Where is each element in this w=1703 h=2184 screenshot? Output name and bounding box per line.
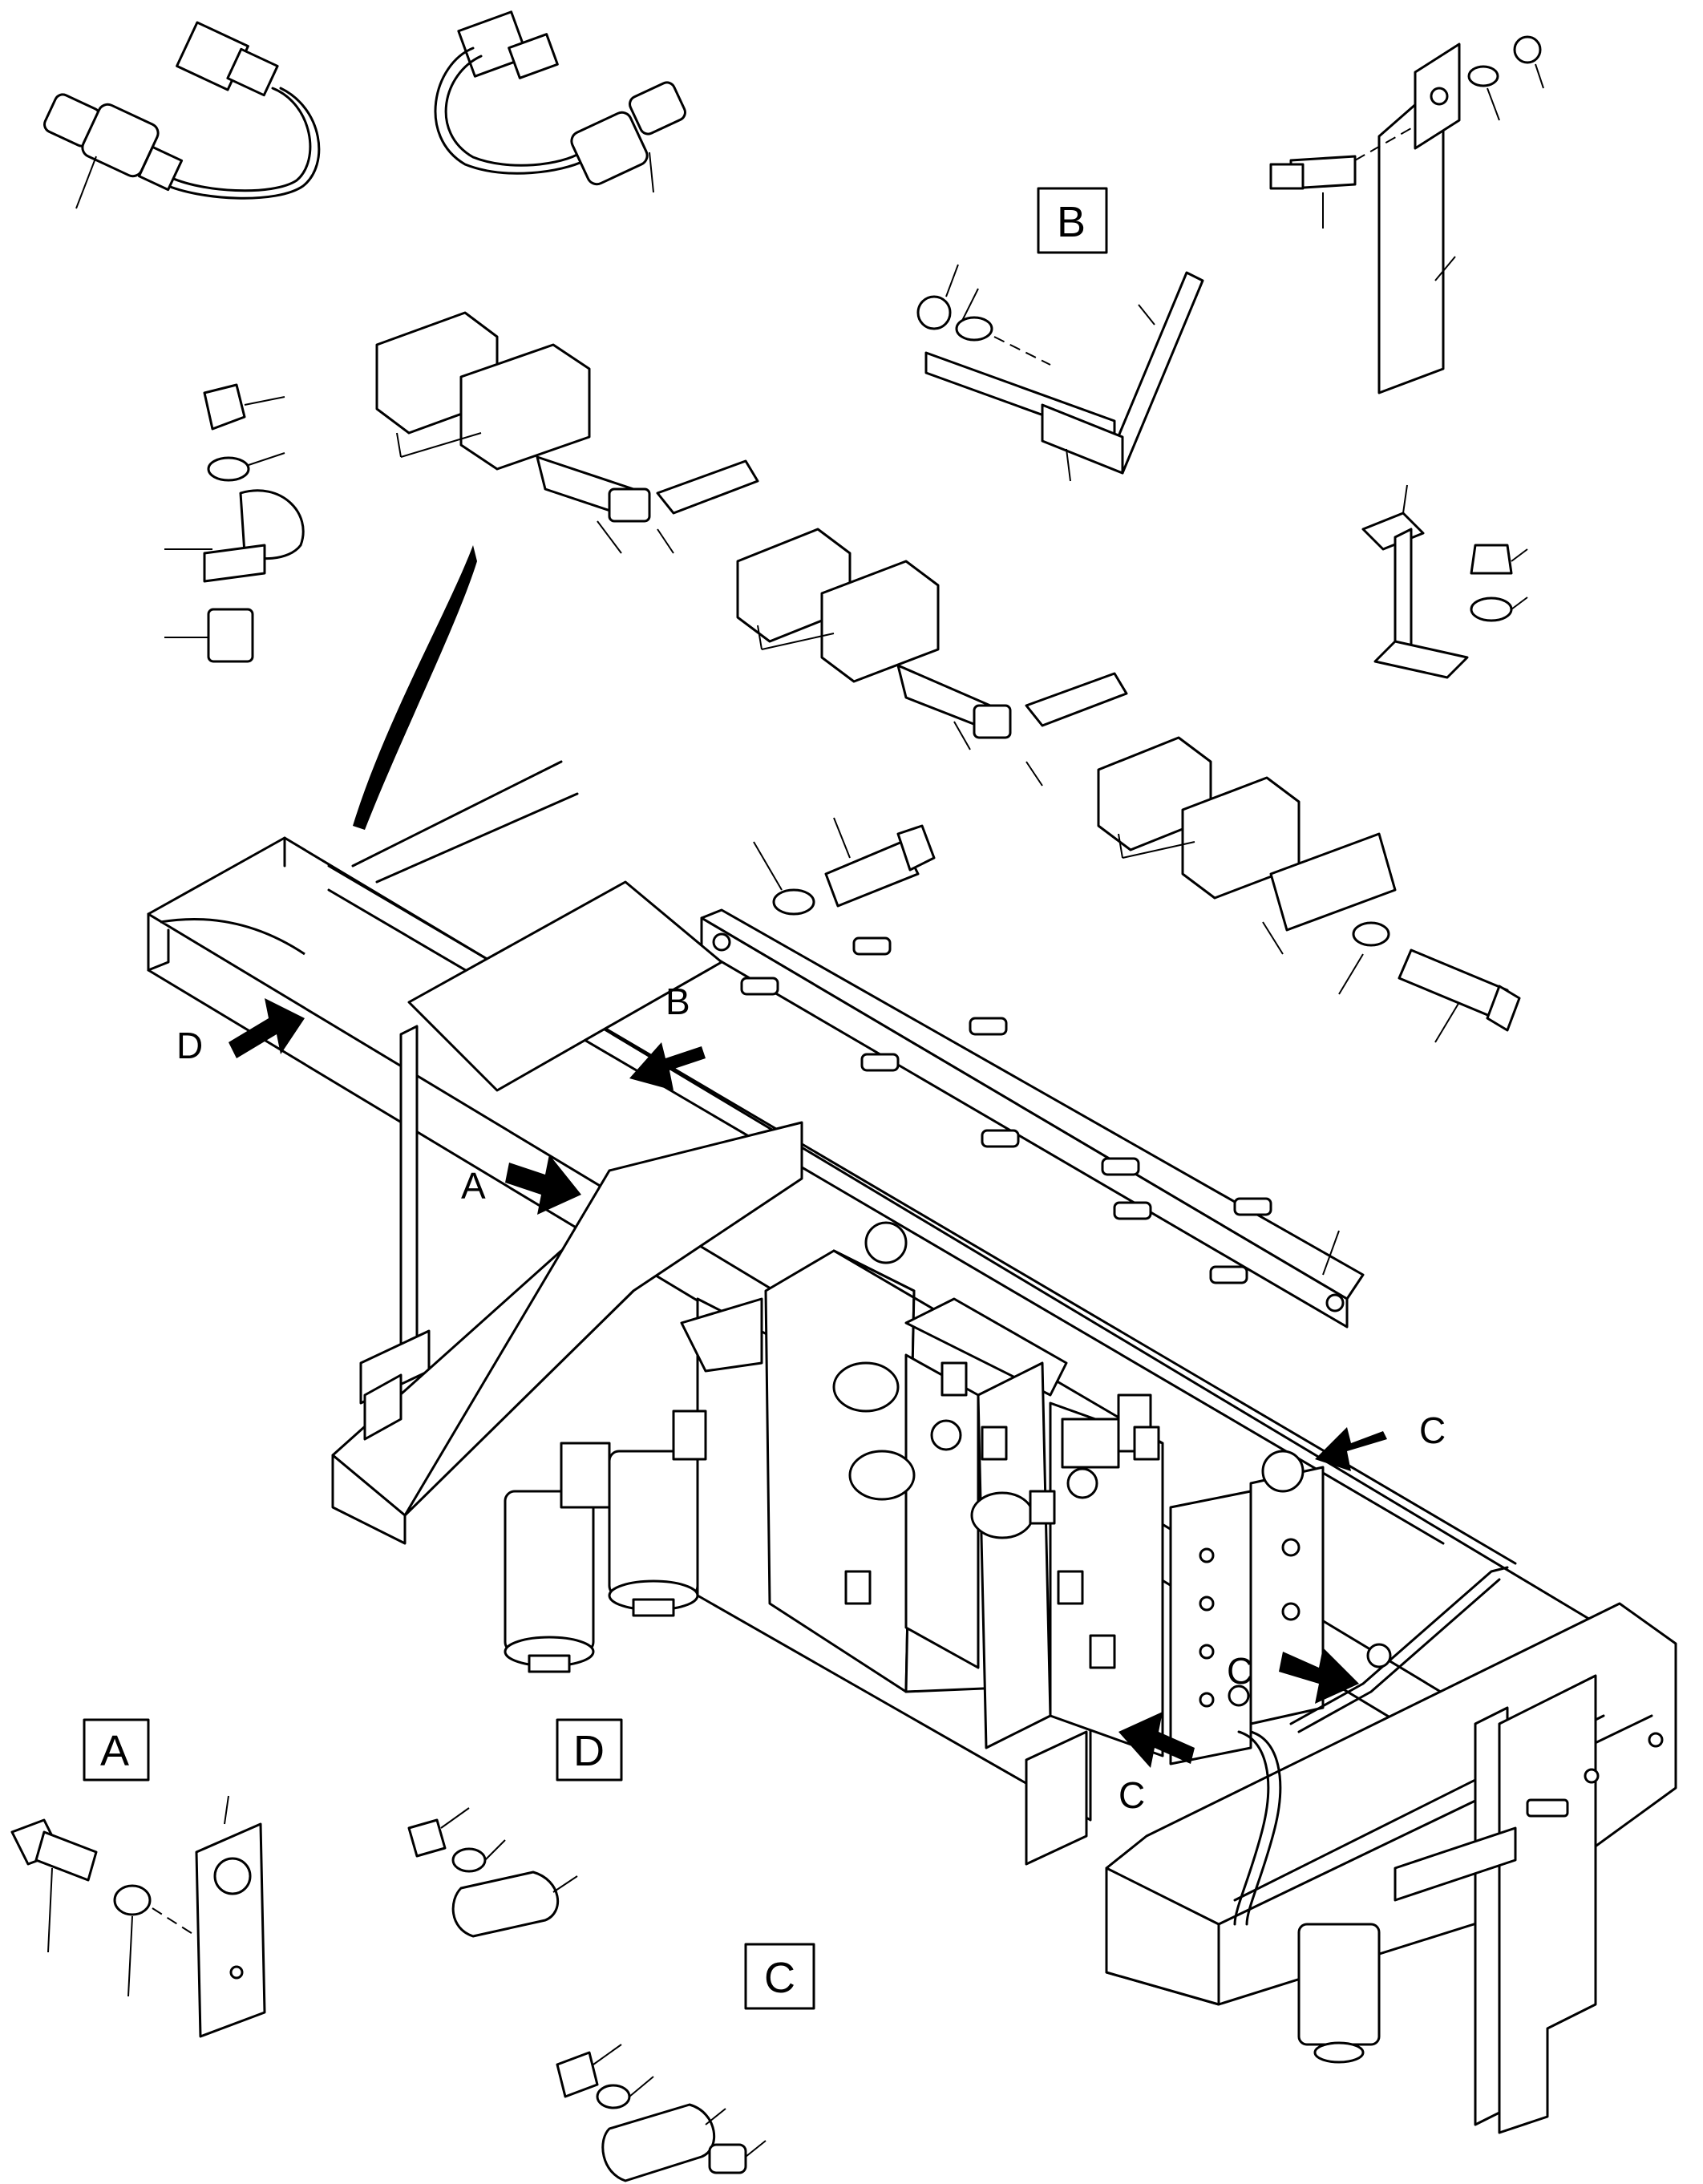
callout-arrow-a: A: [461, 1155, 581, 1215]
detail-box-a: A: [83, 1718, 150, 1782]
upright-bracket: [1269, 35, 1544, 394]
small-l-bracket: [1361, 484, 1528, 679]
detail-a-parts: [10, 1795, 266, 2038]
callout-arrow-c1: C: [1315, 1409, 1446, 1471]
callout-arrow-c3: C: [1118, 1712, 1195, 1816]
callout-label-c3: C: [1118, 1774, 1145, 1816]
hose-leader: [353, 545, 477, 830]
detail-label-a: A: [100, 1727, 129, 1775]
stud-plate: [700, 908, 1365, 1329]
bearing-blocks: [375, 311, 1397, 955]
callout-label-a: A: [461, 1165, 486, 1207]
callout-label-d: D: [176, 1025, 203, 1066]
detail-box-b: B: [1037, 187, 1108, 254]
detail-box-c: C: [744, 1943, 815, 2010]
filters: [504, 1409, 707, 1673]
callout-arrow-c2: C: [1227, 1648, 1359, 1704]
callout-label-b: B: [665, 981, 690, 1022]
detail-box-d: D: [556, 1718, 623, 1782]
pressure-sensor-left: [43, 21, 321, 209]
control-valve-block: [680, 1221, 1325, 1765]
detail-label-c: C: [764, 1954, 795, 2002]
detail-label-d: D: [573, 1727, 605, 1775]
callout-arrow-b: B: [629, 981, 706, 1090]
callout-label-c2: C: [1227, 1650, 1253, 1692]
callout-label-c1: C: [1419, 1409, 1446, 1451]
detail-label-b: B: [1057, 198, 1086, 246]
detail-c-parts: [556, 2044, 767, 2182]
bolts-washers: [753, 817, 1521, 1043]
pressure-sensor-right: [434, 10, 686, 193]
callout-arrow-d: D: [176, 998, 305, 1066]
pipe-clamp-left: [164, 383, 305, 663]
bracket-b-assembly: [916, 264, 1204, 482]
hose-routing: [1228, 1566, 1509, 1926]
detail-d-parts: [407, 1807, 578, 1938]
